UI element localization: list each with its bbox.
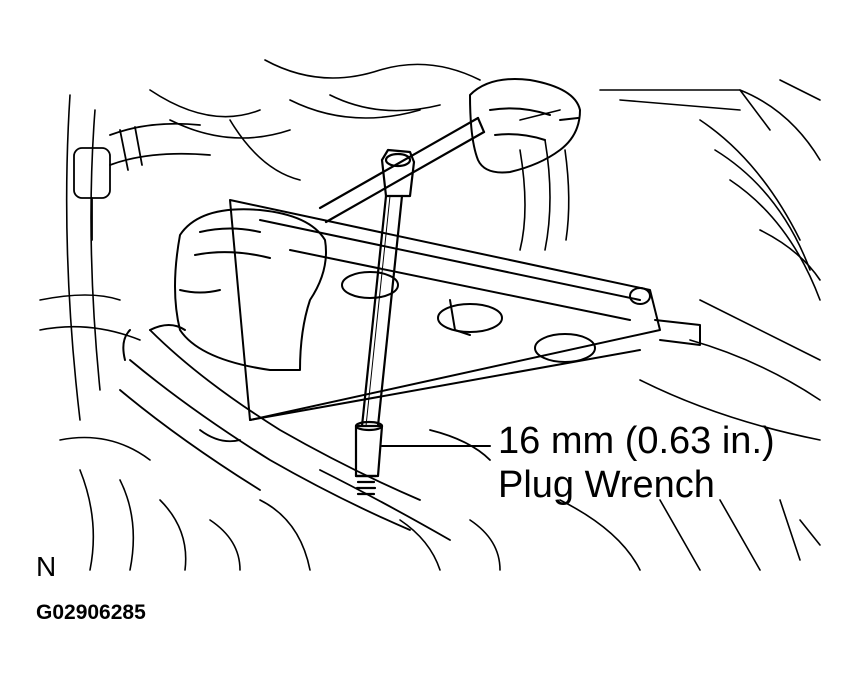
wrench-shaft-left <box>360 194 388 428</box>
left-hand <box>122 208 327 371</box>
cylinder-head-cover <box>229 199 701 421</box>
wrench-shaft-right <box>376 194 404 428</box>
callout-size-label: 16 mm (0.63 in.) <box>498 420 775 462</box>
intake-manifold <box>119 329 491 541</box>
left-hose <box>73 122 211 241</box>
wrench-t-bar-top <box>318 116 480 210</box>
figure-code: G02906285 <box>36 601 146 624</box>
callout-tool-label: Plug Wrench <box>498 464 715 506</box>
right-hand <box>469 78 581 174</box>
view-letter: N <box>36 551 57 582</box>
engine-background-lines <box>39 59 821 571</box>
wrench-t-bar-bottom <box>324 130 486 224</box>
wrench-socket <box>354 424 384 478</box>
plug-wrench <box>318 116 486 496</box>
spark-plug-thread <box>354 474 378 496</box>
